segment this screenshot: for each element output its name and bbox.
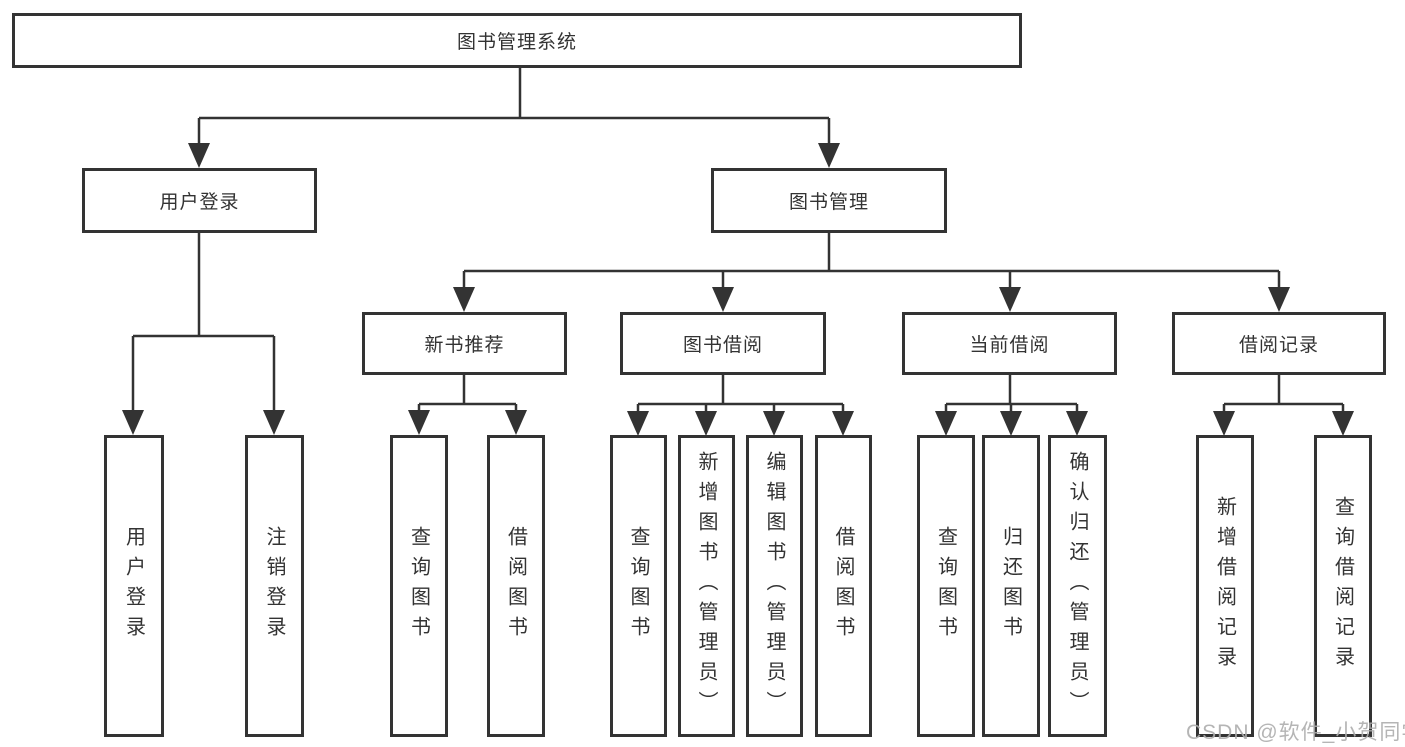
node-borrow-record: 借阅记录 (1172, 312, 1386, 375)
leaf-confirm-return-admin: 确认归还（管理员） (1048, 435, 1107, 737)
node-book-borrow: 图书借阅 (620, 312, 826, 375)
node-book-management: 图书管理 (711, 168, 947, 233)
leaf-borrow-borrow-books: 借阅图书 (815, 435, 872, 737)
leaf-return-book: 归还图书 (982, 435, 1040, 737)
leaf-new-book-borrow-books: 借阅图书 (487, 435, 545, 737)
leaf-add-borrow-record: 新增借阅记录 (1196, 435, 1254, 737)
leaf-borrow-query-books: 查询图书 (610, 435, 667, 737)
leaf-current-query-books: 查询图书 (917, 435, 975, 737)
leaf-add-book-admin: 新增图书（管理员） (678, 435, 735, 737)
node-new-book-recommend: 新书推荐 (362, 312, 567, 375)
leaf-user-login: 用户登录 (104, 435, 164, 737)
leaf-logout: 注销登录 (245, 435, 304, 737)
node-user-login: 用户登录 (82, 168, 317, 233)
leaf-new-book-query-books: 查询图书 (390, 435, 448, 737)
arrowheads (122, 143, 1354, 436)
node-root: 图书管理系统 (12, 13, 1022, 68)
leaf-edit-book-admin: 编辑图书（管理员） (746, 435, 803, 737)
csdn-watermark: CSDN @软件_小贺同学 (1186, 721, 1405, 744)
node-current-borrow: 当前借阅 (902, 312, 1117, 375)
leaf-query-borrow-record: 查询借阅记录 (1314, 435, 1372, 737)
